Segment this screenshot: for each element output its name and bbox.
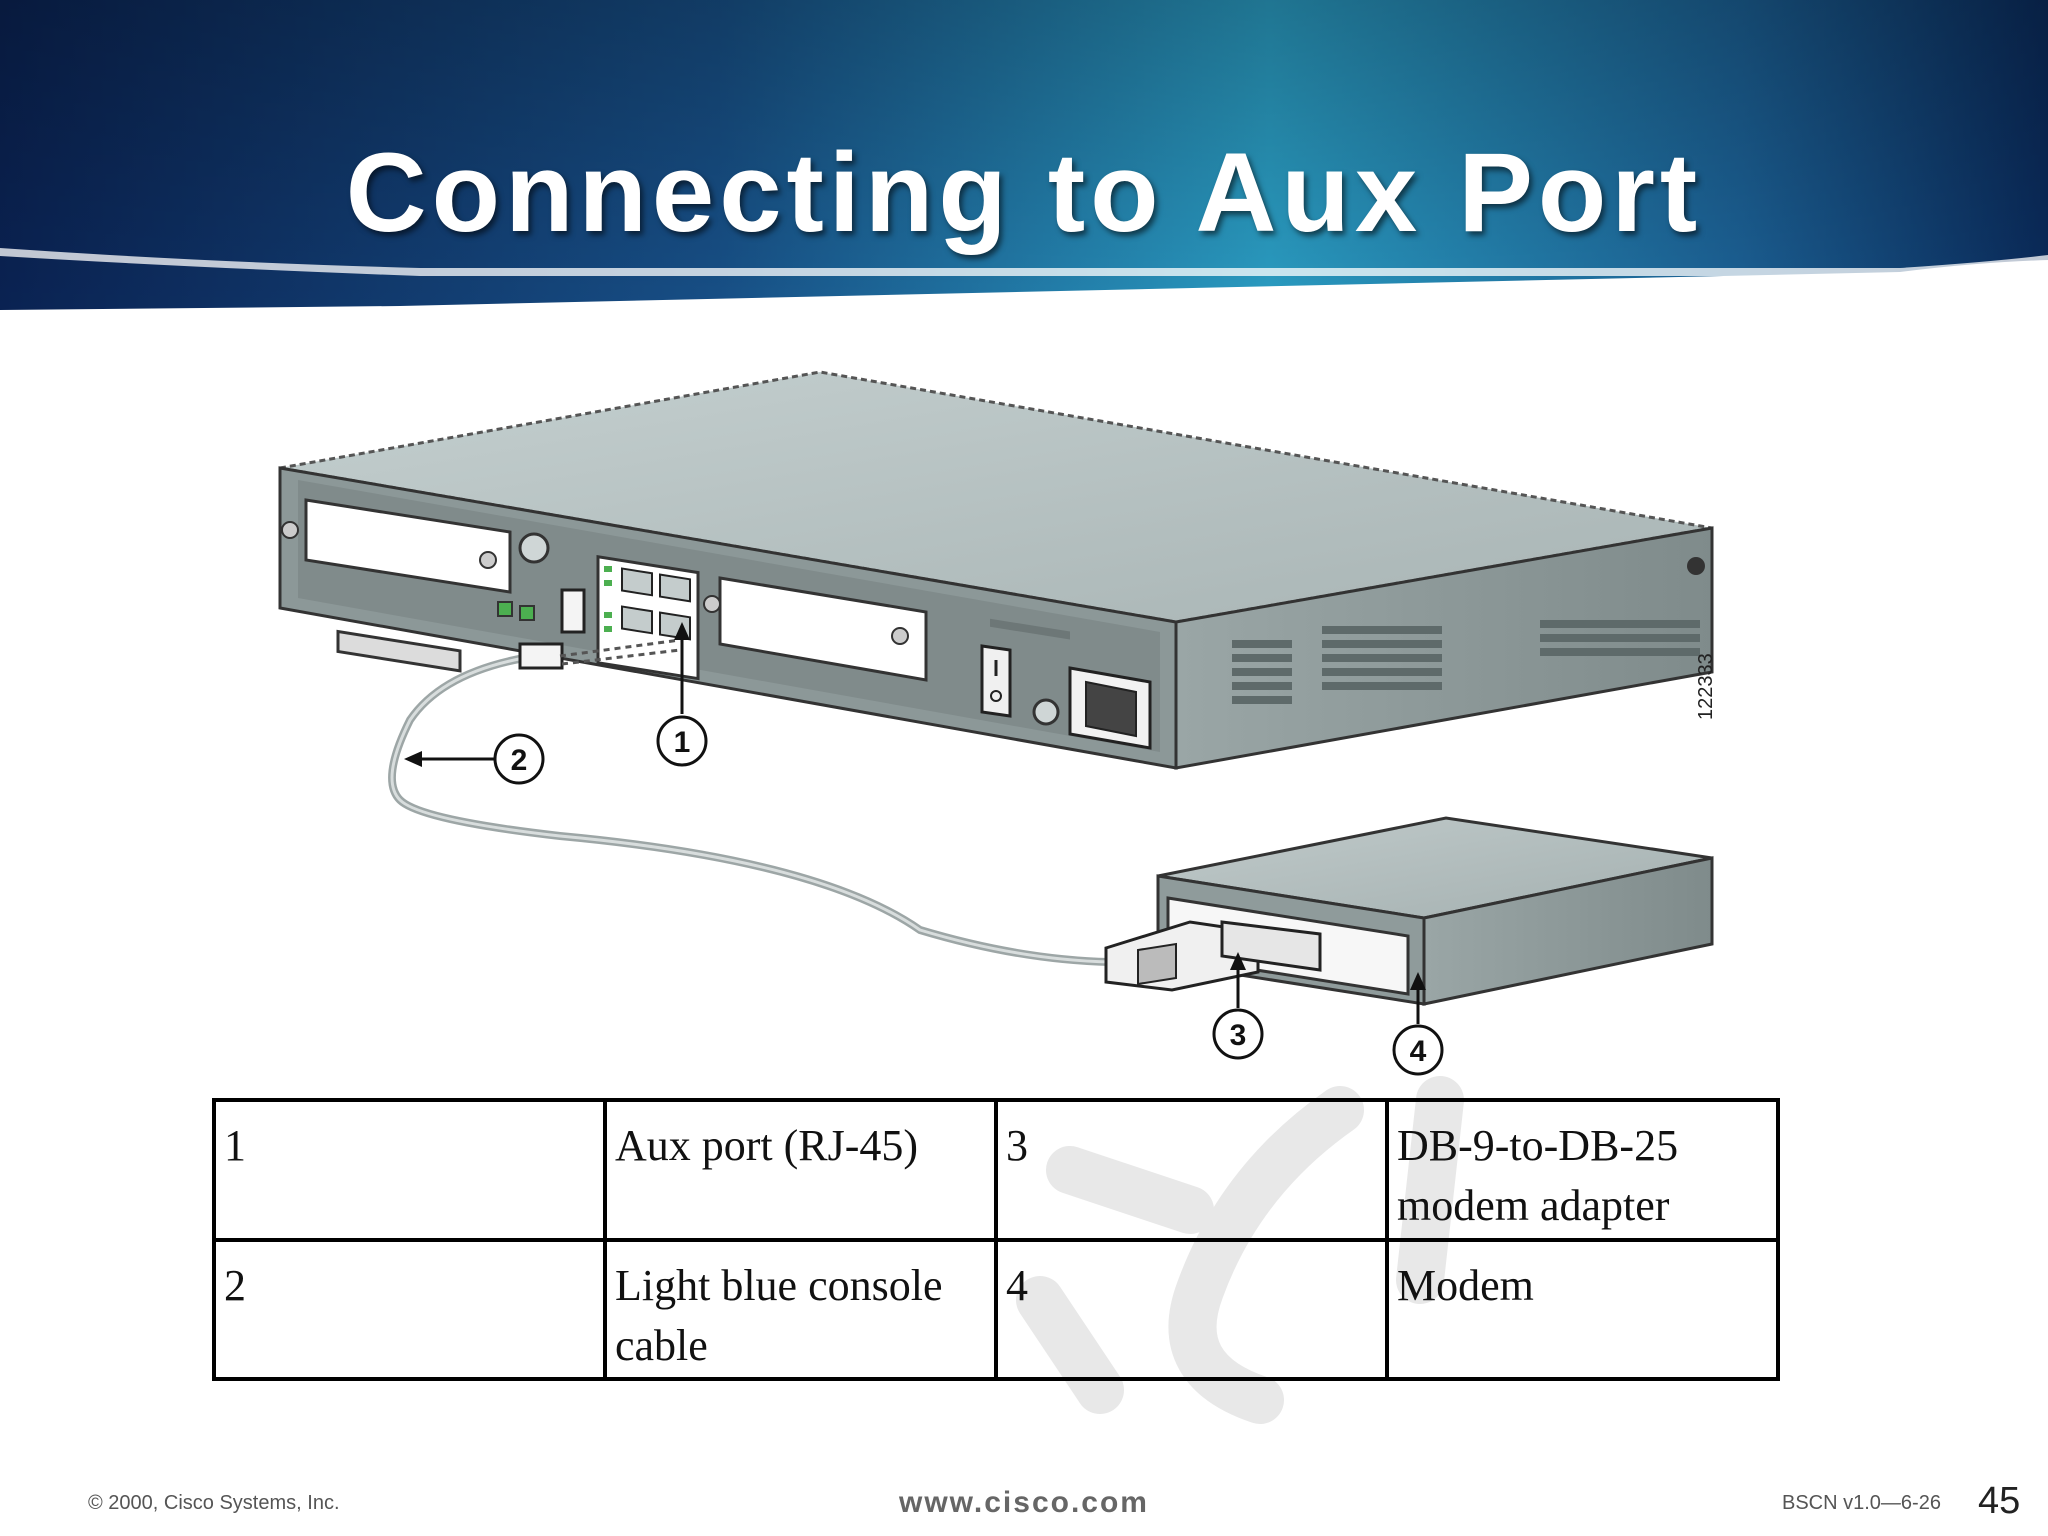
course-code: BSCN v1.0—6-26 <box>1782 1492 1941 1514</box>
svg-text:3: 3 <box>1230 1019 1247 1052</box>
callout-1: 1 <box>656 622 708 767</box>
callout-3: 3 <box>1212 952 1264 1060</box>
legend-description: Light blue console cable <box>603 1237 998 1381</box>
svg-text:2: 2 <box>511 744 528 777</box>
legend-description: DB-9-to-DB-25 modem adapter <box>1385 1098 1780 1242</box>
callout-4: 4 <box>1392 972 1444 1076</box>
svg-text:4: 4 <box>1410 1035 1427 1068</box>
legend-number: 1 <box>212 1098 607 1242</box>
table-row: 2 Light blue console cable 4 Modem <box>212 1237 1780 1381</box>
callout-2: 2 <box>404 733 545 785</box>
table-row: 1 Aux port (RJ-45) 3 DB-9-to-DB-25 modem… <box>212 1098 1780 1242</box>
legend-table: 1 Aux port (RJ-45) 3 DB-9-to-DB-25 modem… <box>212 1098 1780 1381</box>
copyright-text: © 2000, Cisco Systems, Inc. <box>88 1492 340 1514</box>
legend-number: 2 <box>212 1237 607 1381</box>
legend-number: 4 <box>994 1237 1389 1381</box>
router-chassis <box>278 370 1714 770</box>
svg-text:1: 1 <box>674 726 691 759</box>
figure-id: 122333 <box>1695 653 1717 720</box>
slide-title: Connecting to Aux Port <box>345 130 1703 255</box>
legend-number: 3 <box>994 1098 1389 1242</box>
page-number: 45 <box>1978 1480 2021 1522</box>
footer-url: www.cisco.com <box>899 1486 1149 1519</box>
title-banner <box>0 0 2048 310</box>
legend-description: Aux port (RJ-45) <box>603 1098 998 1242</box>
modem-adapter <box>1104 920 1322 992</box>
legend-description: Modem <box>1385 1237 1780 1381</box>
